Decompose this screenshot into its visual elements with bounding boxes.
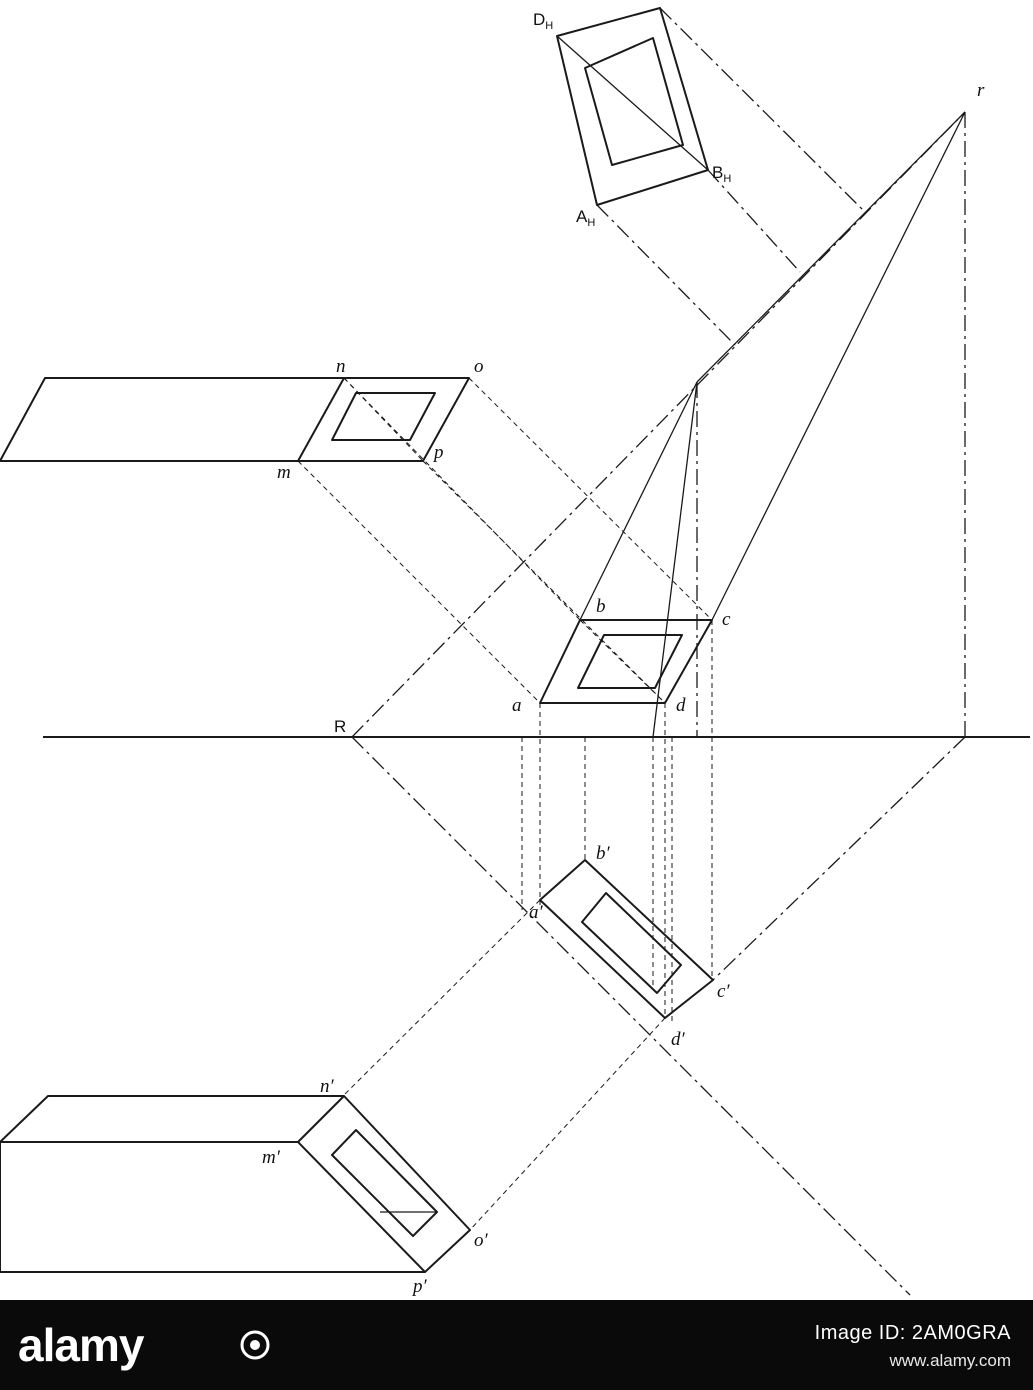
label-c: c <box>722 609 731 630</box>
lower-plane-trace <box>351 736 911 1296</box>
elevation-prism <box>0 1095 471 1273</box>
label-b-h: B <box>712 163 723 182</box>
label-n-prime: n′ <box>320 1076 335 1097</box>
label-p-prime: p′ <box>411 1276 428 1297</box>
footer-info: Image ID: 2AM0GRA www.alamy.com <box>815 1322 1011 1371</box>
label-m-prime: m′ <box>262 1147 281 1168</box>
projector-n-prime <box>343 899 541 1096</box>
label-m: m <box>277 462 291 483</box>
watermark-footer: alamy Image ID: 2AM0GRA www.alamy.com <box>0 1300 1033 1390</box>
label-o: o <box>474 356 484 377</box>
projector-o-prime <box>469 1017 666 1231</box>
diagram-labels: DH BH AH r R n o m p a b c d a′ b′ c′ d′… <box>262 10 985 1297</box>
projector-m <box>297 460 541 704</box>
svg-text:AH: AH <box>576 207 595 229</box>
brand-logo[interactable]: alamy <box>18 1319 144 1371</box>
label-b-prime: b′ <box>596 843 611 864</box>
svg-text:DH: DH <box>533 10 553 32</box>
label-c-prime: c′ <box>717 981 730 1002</box>
auxiliary-view <box>556 7 866 346</box>
inclined-plane-trace <box>351 111 966 738</box>
label-p: p <box>432 442 444 463</box>
label-R: R <box>334 717 346 736</box>
label-o-prime: o′ <box>474 1230 489 1251</box>
vertical-projectors <box>521 620 713 1025</box>
ray-to-r-upper <box>696 111 966 383</box>
image-id-text: Image ID: 2AM0GRA <box>814 1322 1011 1344</box>
label-d-prime: d′ <box>671 1029 686 1050</box>
label-d-h: D <box>533 10 545 29</box>
label-n: n <box>336 356 346 377</box>
plan-view-abcd <box>539 619 713 704</box>
brand-mark-icon <box>240 1330 270 1360</box>
elevation-abcd <box>539 859 714 1019</box>
label-b: b <box>596 596 606 617</box>
lower-right-trace <box>712 736 966 981</box>
label-d: d <box>676 695 686 716</box>
projector-n <box>343 377 581 621</box>
site-url[interactable]: www.alamy.com <box>889 1351 1011 1370</box>
label-a: a <box>512 695 522 716</box>
ray-to-r-lower <box>711 111 966 621</box>
projector-o <box>468 377 713 621</box>
projector-p <box>422 460 666 704</box>
plan-view-prism <box>0 377 470 462</box>
projection-diagram: DH BH AH r R n o m p a b c d a′ b′ c′ d′… <box>0 7 1030 1297</box>
svg-text:BH: BH <box>712 163 731 185</box>
ray-b <box>579 381 698 621</box>
label-r: r <box>977 80 985 101</box>
label-a-h: A <box>576 207 588 226</box>
label-a-prime: a′ <box>529 902 544 923</box>
